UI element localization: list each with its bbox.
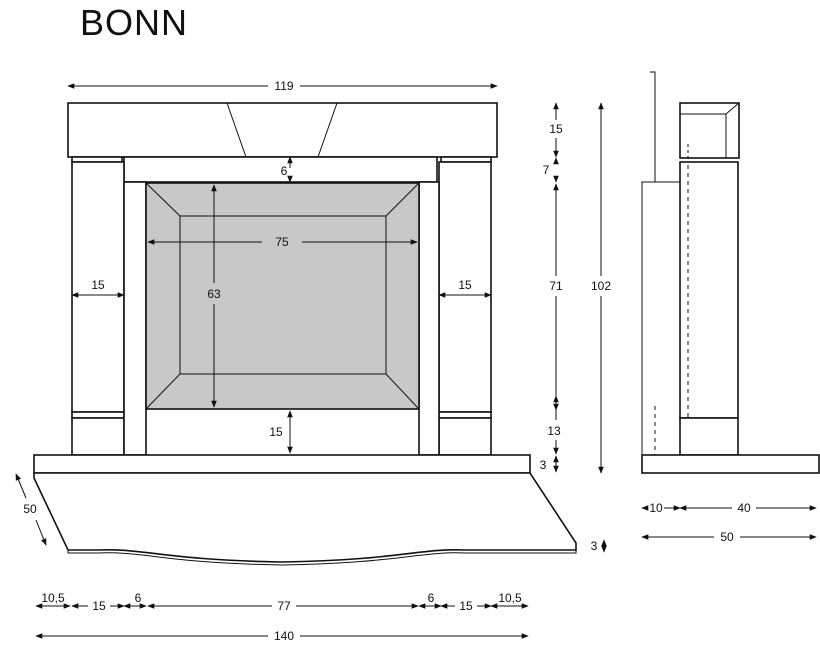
bottom-dimensions: 10,5 15 6 77 6 15 10,5 140 [35,591,529,643]
dim-opening-top-gap: 6 [281,164,288,178]
dim-b-15-left: 15 [92,599,106,613]
dim-hearth-depth: 50 [23,502,37,516]
profile-shelf-inner [679,113,727,159]
left-pillar-band [71,411,125,419]
profile-body [679,161,739,419]
dim-profile-10: 10 [649,501,663,515]
side-profile: 10 40 50 [641,71,820,544]
dim-b-6-right: 6 [428,591,435,605]
left-jamb [123,181,147,456]
dim-side-body: 71 [549,279,563,293]
left-pillar [71,161,125,413]
left-pillar-plinth [71,417,125,456]
opening-bevels [145,182,420,410]
right-pillar-plinth [438,417,492,456]
height-dimensions: 15 7 71 13 3 102 [540,102,611,474]
dim-right-pillar: 15 [458,278,472,292]
profile-shelf [679,102,740,159]
dim-b-10-5-right: 10,5 [498,591,522,605]
dim-width-top: 119 [274,79,293,93]
dim-hearth-thickness: 3 [591,539,598,553]
hearth-dimensions: 50 3 [15,473,607,553]
dim-b-10-5-left: 10,5 [41,591,65,605]
dim-side-base: 3 [540,458,547,472]
title: BONN [80,2,189,43]
profile-shelf-bevel [725,102,740,159]
mantel-shelf [67,102,498,158]
dim-side-shelf: 15 [549,122,563,136]
hearth-slab [33,472,577,563]
dim-profile-50: 50 [720,530,734,544]
wall-line [641,71,656,473]
right-pillar-band [438,411,492,419]
front-dimensions: 119 6 75 63 15 15 15 [67,79,498,454]
hearth-slab-edge [67,550,577,566]
right-jamb [418,181,440,456]
hearth-front [33,454,531,474]
dim-opening-width: 75 [275,235,289,249]
dim-total-height: 102 [591,279,611,293]
dim-b-6-left: 6 [135,591,142,605]
dim-side-gap: 7 [543,163,550,177]
profile-plinth [679,417,739,456]
keystone [226,102,338,158]
frieze [123,156,438,183]
dim-profile-40: 40 [737,501,751,515]
dim-bottom-gap: 15 [269,425,283,439]
dim-side-lower: 13 [547,424,561,438]
dim-total-width: 140 [274,629,294,643]
front-view [33,102,577,566]
dim-left-pillar: 15 [91,278,105,292]
dim-b-15-right: 15 [459,599,473,613]
dim-b-77: 77 [277,599,291,613]
profile-base [641,454,820,474]
dim-opening-height: 63 [207,287,221,301]
